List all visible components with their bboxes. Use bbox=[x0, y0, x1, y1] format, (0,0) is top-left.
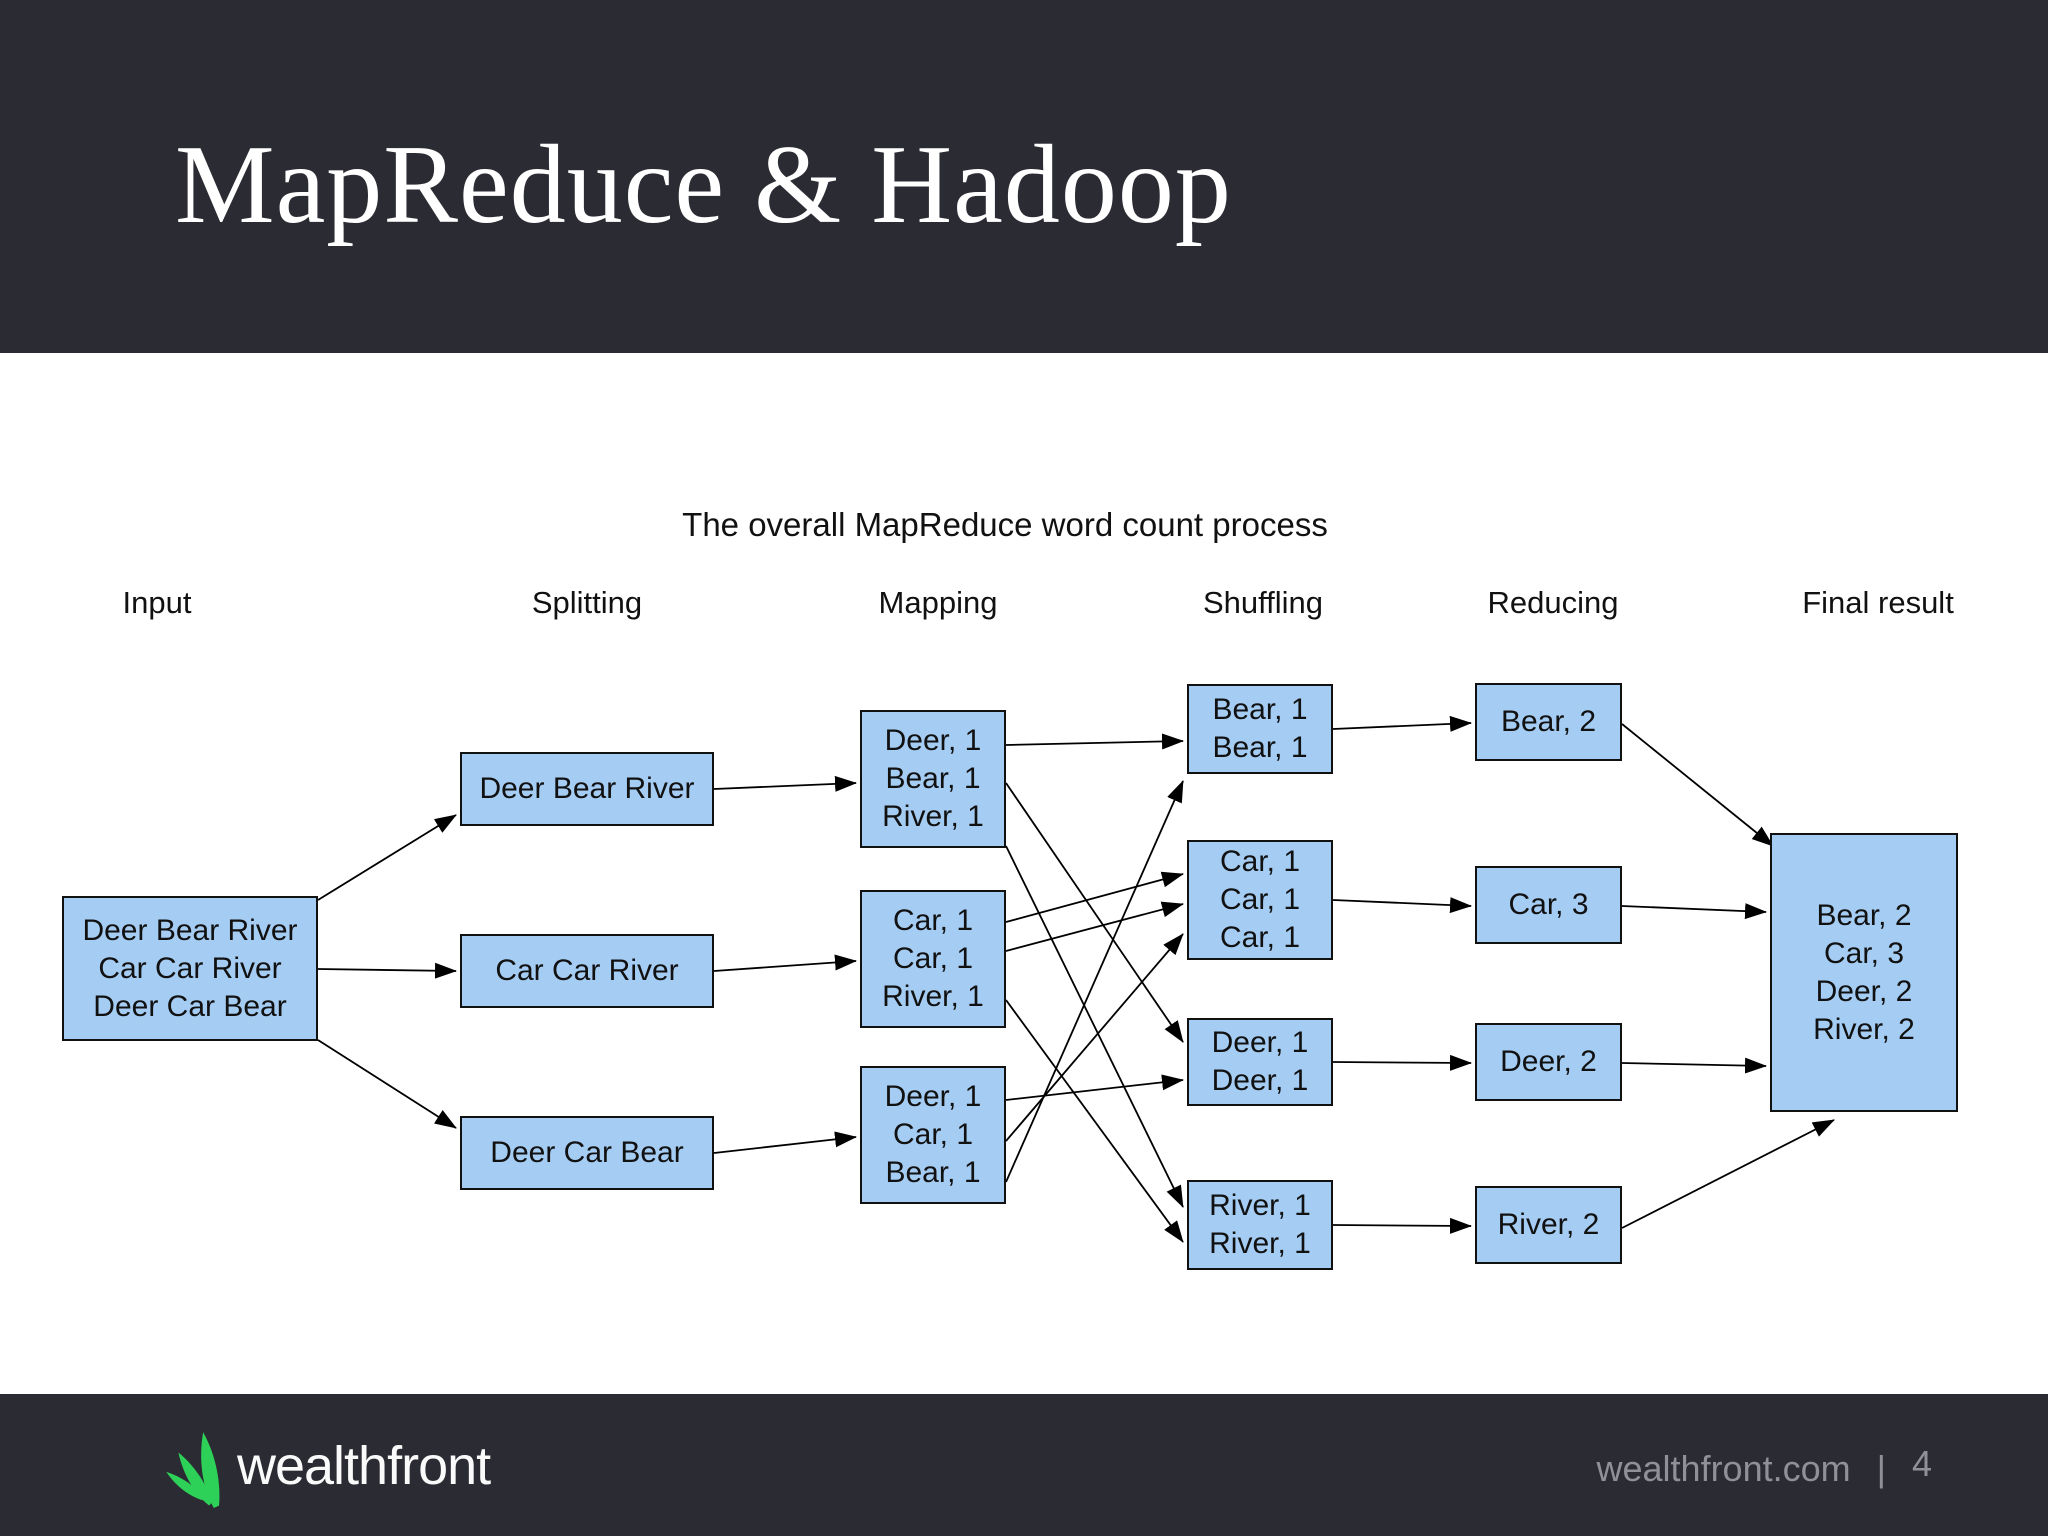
box-line: River, 2 bbox=[1813, 1012, 1915, 1046]
arrow-line bbox=[317, 1039, 457, 1129]
arrow-line bbox=[1005, 901, 1184, 952]
column-header-mapping: Mapping bbox=[878, 585, 998, 620]
box-line: Car, 1 bbox=[892, 904, 974, 937]
box-line: Car Car River bbox=[495, 954, 679, 987]
arrow-line bbox=[713, 775, 857, 792]
arrow-line bbox=[1005, 845, 1184, 1208]
box-line: Deer Bear River bbox=[479, 772, 695, 805]
column-header-reducing: Reducing bbox=[1487, 585, 1619, 620]
arrow-line bbox=[1005, 733, 1184, 750]
reducing-box-deer: Deer, 2 bbox=[1475, 1023, 1622, 1101]
header-band: MapReduce & Hadoop bbox=[0, 0, 2048, 353]
shuffling-box-deer: Deer, 1 Deer, 1 bbox=[1187, 1018, 1333, 1106]
footer-band bbox=[0, 1394, 2048, 1536]
content-area bbox=[0, 353, 2048, 1394]
box-line: Car Car River bbox=[98, 951, 282, 985]
wealthfront-logo: wealthfront bbox=[137, 1412, 491, 1520]
column-header-input: Input bbox=[122, 585, 192, 620]
arrow-line bbox=[1621, 903, 1767, 920]
footer-url: wealthfront.com bbox=[1596, 1448, 1851, 1489]
column-header-splitting: Splitting bbox=[531, 585, 643, 620]
arrow-line bbox=[1332, 1217, 1472, 1234]
arrow-line bbox=[1621, 1057, 1767, 1074]
footer-right: wealthfront.com | 4 bbox=[1596, 1443, 1933, 1490]
page-number: 4 bbox=[1911, 1443, 1932, 1484]
box-line: Car, 1 bbox=[1219, 883, 1301, 916]
arrow-line bbox=[1005, 871, 1184, 923]
box-line: Bear, 2 bbox=[1816, 898, 1912, 932]
box-line: Deer, 1 bbox=[1211, 1026, 1309, 1059]
reducing-box-river: River, 2 bbox=[1475, 1186, 1622, 1264]
shuffling-box-river: River, 1 River, 1 bbox=[1187, 1180, 1333, 1270]
reducing-box-bear: Bear, 2 bbox=[1475, 683, 1622, 761]
box-line: River, 2 bbox=[1497, 1208, 1600, 1241]
arrow-line bbox=[1332, 1054, 1472, 1071]
arrow-line bbox=[713, 954, 857, 972]
box-line: River, 1 bbox=[882, 980, 984, 1013]
arrow-line bbox=[317, 814, 457, 901]
box-line: Car, 1 bbox=[1219, 845, 1301, 878]
box-line: Car, 3 bbox=[1508, 888, 1589, 921]
arrow-line bbox=[1332, 897, 1472, 914]
arrow-line bbox=[1332, 715, 1472, 732]
arrow-line bbox=[317, 962, 457, 979]
final-result-box: Bear, 2 Car, 3 Deer, 2 River, 2 bbox=[1770, 833, 1958, 1112]
arrow-line bbox=[713, 1131, 857, 1154]
box-line: Deer, 1 bbox=[884, 1080, 982, 1113]
column-header-shuffling: Shuffling bbox=[1202, 585, 1324, 620]
box-line: Bear, 1 bbox=[1212, 731, 1308, 764]
slide-title: MapReduce & Hadoop bbox=[175, 123, 1232, 247]
box-line: Deer, 2 bbox=[1500, 1045, 1597, 1078]
arrow-line bbox=[1005, 999, 1184, 1243]
column-header-final-result: Final result bbox=[1802, 585, 1954, 620]
box-line: Car, 1 bbox=[892, 1118, 974, 1151]
box-line: Deer, 1 bbox=[1211, 1064, 1309, 1097]
arrow-line bbox=[1005, 782, 1184, 1043]
shuffling-box-car: Car, 1 Car, 1 Car, 1 bbox=[1187, 840, 1333, 960]
box-line: Bear, 1 bbox=[885, 762, 981, 795]
box-line: Deer Car Bear bbox=[93, 989, 287, 1023]
input-box: Deer Bear River Car Car River Deer Car B… bbox=[62, 896, 318, 1041]
arrow-line bbox=[1621, 723, 1774, 847]
box-line: Car, 1 bbox=[892, 942, 974, 975]
brand-text: wealthfront bbox=[237, 1436, 491, 1496]
mapping-box-3: Deer, 1 Car, 1 Bear, 1 bbox=[860, 1066, 1006, 1204]
arrow-line bbox=[1005, 1074, 1184, 1101]
arrow-line bbox=[1005, 780, 1184, 1183]
box-line: Bear, 1 bbox=[1212, 693, 1308, 726]
arrow-line bbox=[1005, 933, 1184, 1142]
box-line: Deer Car Bear bbox=[490, 1136, 684, 1169]
diagram-title: The overall MapReduce word count process bbox=[682, 506, 1328, 543]
reducing-box-car: Car, 3 bbox=[1475, 866, 1622, 944]
splitting-box-3: Deer Car Bear bbox=[460, 1116, 714, 1190]
box-line: River, 1 bbox=[1209, 1189, 1311, 1222]
footer-divider: | bbox=[1876, 1448, 1886, 1489]
splitting-box-2: Car Car River bbox=[460, 934, 714, 1008]
box-line: Deer, 2 bbox=[1815, 974, 1913, 1008]
box-line: Bear, 2 bbox=[1500, 705, 1597, 738]
splitting-box-1: Deer Bear River bbox=[460, 752, 714, 826]
box-line: River, 1 bbox=[882, 800, 984, 833]
mapping-box-2: Car, 1 Car, 1 River, 1 bbox=[860, 890, 1006, 1028]
shuffling-box-bear: Bear, 1 Bear, 1 bbox=[1187, 684, 1333, 774]
box-line: River, 1 bbox=[1209, 1227, 1311, 1260]
arrow-line bbox=[1621, 1119, 1835, 1229]
wealthfront-logo-icon bbox=[166, 1432, 220, 1508]
box-line: Car, 1 bbox=[1219, 921, 1301, 954]
box-line: Car, 3 bbox=[1823, 936, 1905, 970]
mapping-box-1: Deer, 1 Bear, 1 River, 1 bbox=[860, 710, 1006, 848]
box-line: Bear, 1 bbox=[885, 1156, 981, 1189]
box-line: Deer Bear River bbox=[82, 913, 298, 947]
box-line: Deer, 1 bbox=[884, 724, 982, 757]
